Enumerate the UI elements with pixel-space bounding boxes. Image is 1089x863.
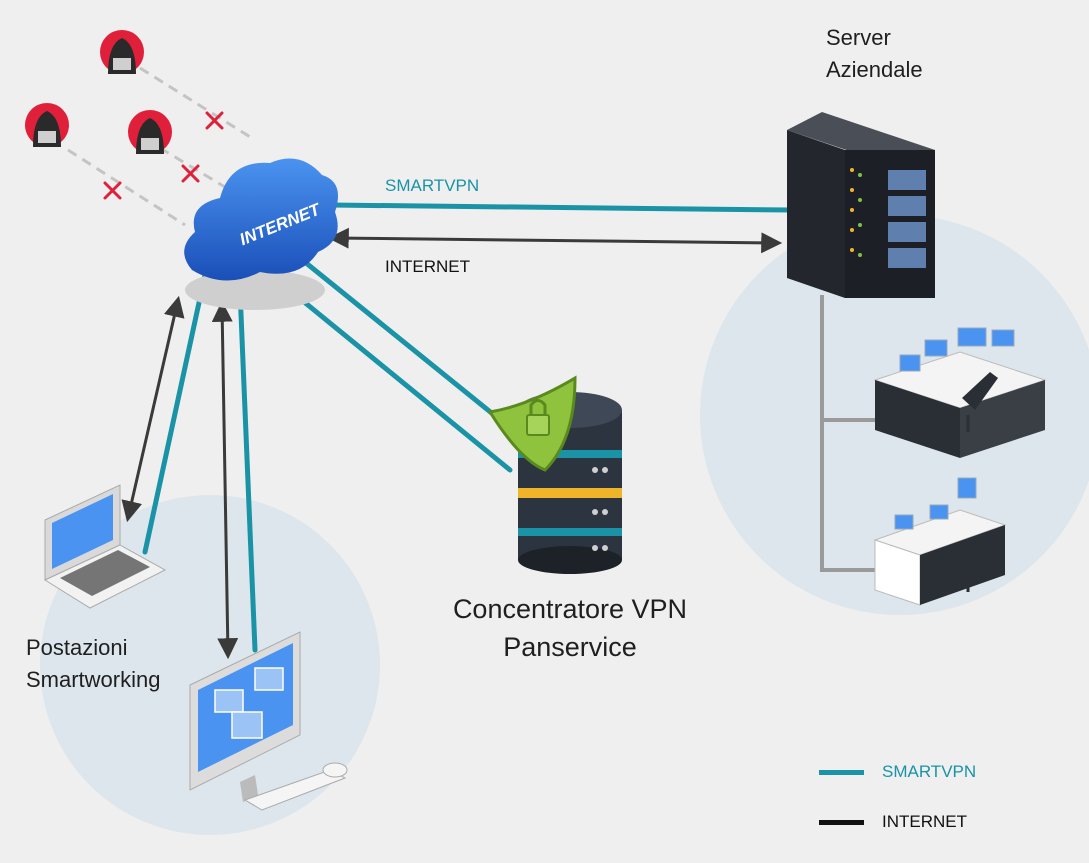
office-workstation-icon bbox=[873, 477, 1007, 606]
desktop-computer-icon bbox=[189, 631, 348, 811]
office-workstation-icon bbox=[873, 327, 1047, 458]
legend-swatch-internet bbox=[819, 819, 864, 825]
concentratore-label-line-2: Panservice bbox=[503, 632, 637, 662]
legend-item-smartvpn: SMARTVPN bbox=[819, 762, 976, 782]
legend-label-smartvpn: SMARTVPN bbox=[882, 762, 977, 781]
lan-lines bbox=[820, 295, 880, 572]
hacker-icon bbox=[128, 110, 172, 154]
postazioni-label-line-2: Smartworking bbox=[26, 667, 161, 692]
hacker-icon bbox=[25, 103, 69, 147]
hacker-icon bbox=[100, 30, 144, 74]
legend-label-internet: INTERNET bbox=[882, 812, 967, 831]
server-label-line-2: Aziendale bbox=[826, 57, 923, 82]
laptop-icon bbox=[43, 484, 167, 609]
server-label-line-1: Server bbox=[826, 25, 891, 50]
postazioni-label: Postazioni Smartworking bbox=[26, 632, 160, 696]
legend-swatch-smartvpn bbox=[819, 769, 864, 775]
server-rack-icon bbox=[787, 112, 935, 298]
postazioni-label-line-1: Postazioni bbox=[26, 635, 128, 660]
cloud-icon: INTERNET bbox=[184, 158, 339, 310]
vpn-database-shield-icon bbox=[487, 375, 622, 574]
server-label: Server Aziendale bbox=[826, 22, 923, 86]
concentratore-label: Concentratore VPN Panservice bbox=[410, 590, 730, 666]
smartvpn-line-label: SMARTVPN bbox=[385, 176, 480, 195]
internet-line-label: INTERNET bbox=[385, 257, 470, 276]
concentratore-label-line-1: Concentratore VPN bbox=[452, 594, 688, 624]
internet-arrows bbox=[121, 227, 783, 660]
blocked-x-icon bbox=[103, 111, 224, 200]
legend-item-internet: INTERNET bbox=[819, 812, 967, 832]
